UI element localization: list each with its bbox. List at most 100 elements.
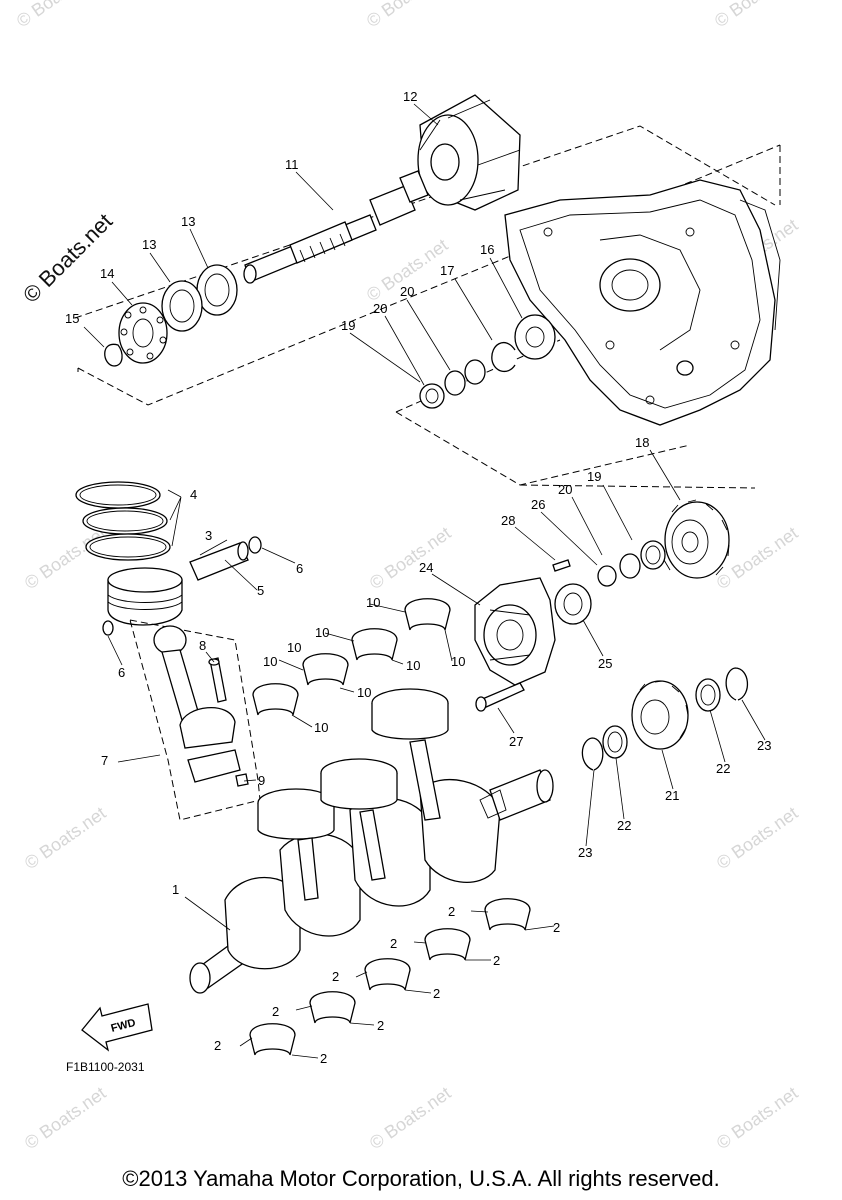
callout-10: 10 [287,640,301,655]
callout-28: 28 [501,513,515,528]
bolt-part-27 [475,682,525,712]
watermark: © Boats.net [713,803,802,873]
callout-3: 3 [205,528,212,543]
callout-22: 22 [617,818,631,833]
leader-lines [83,103,766,1059]
gear-part-18 [663,499,730,579]
callout-13: 13 [142,237,156,252]
figure-code: F1B1100-2031 [66,1060,145,1074]
washer-part-22 [695,678,721,712]
callout-labels: 12 11 13 13 14 15 16 17 20 20 19 18 19 2… [65,89,771,1066]
callout-11: 11 [285,157,299,172]
bearing-shells-part-10 [252,598,451,716]
callout-4: 4 [190,487,197,502]
pin-part-28 [552,559,571,572]
seal-part-13 [196,264,238,316]
callout-19: 19 [587,469,601,484]
circlip-part-15 [104,343,123,367]
nut-part-9 [235,773,249,787]
callout-10: 10 [366,595,380,610]
copyright-notice: ©2013 Yamaha Motor Corporation, U.S.A. A… [122,1166,720,1191]
connecting-rod-part-7 [153,625,241,783]
callout-20: 20 [558,482,572,497]
washer-part-19 [419,383,445,409]
bearing-part-25 [554,583,592,625]
callout-7: 7 [101,753,108,768]
callout-2: 2 [448,904,455,919]
circlip-part-17 [491,341,516,373]
callout-17: 17 [440,263,454,278]
gear-part-21 [631,680,689,750]
callout-19: 19 [341,318,355,333]
watermark: © Boats.net [21,523,110,593]
callout-2: 2 [332,969,339,984]
callout-25: 25 [598,656,612,671]
group-frame [74,125,776,319]
callout-12: 12 [403,89,417,104]
piston-part-3 [107,567,183,626]
forward-arrow-icon: FWD [81,1003,153,1052]
pistons-assembled [257,688,449,901]
piston-rings-part-4 [75,481,171,561]
callout-10: 10 [263,654,277,669]
coupling-part-12 [417,94,521,211]
callout-10: 10 [406,658,420,673]
bearing-part-14 [118,302,168,364]
callout-13: 13 [181,214,195,229]
callout-2: 2 [390,936,397,951]
watermark: © Boats.net [13,0,102,31]
callout-5: 5 [257,583,264,598]
housing-part-24 [474,577,556,686]
callout-20: 20 [373,301,387,316]
watermark: © Boats.net [713,1083,802,1153]
callout-9: 9 [258,773,265,788]
shaft-part-11 [243,170,429,284]
callout-10: 10 [451,654,465,669]
watermark: © Boats.net [366,1083,455,1153]
washer-part-20 [619,553,641,579]
washer-part-22 [602,725,628,759]
crankcase [504,179,781,426]
callout-15: 15 [65,311,79,326]
watermark: © Boats.net [366,523,455,593]
circlip-part-26 [597,565,617,587]
callout-10: 10 [315,625,329,640]
circlip-part-23 [581,737,604,771]
callout-1: 1 [172,882,179,897]
callout-14: 14 [100,266,114,281]
callout-27: 27 [509,734,523,749]
callout-2: 2 [272,1004,279,1019]
watermark: © Boats.net [21,1083,110,1153]
watermark: © Boats.net [363,0,452,31]
callout-2: 2 [553,920,560,935]
bearing-part-16 [514,314,556,360]
callout-24: 24 [419,560,433,575]
callout-10: 10 [357,685,371,700]
callout-2: 2 [377,1018,384,1033]
callout-2: 2 [493,953,500,968]
circlip-part-23 [725,667,749,701]
seal-part-13 [161,280,203,332]
watermark: © Boats.net [711,0,800,31]
callout-23: 23 [757,738,771,753]
callout-18: 18 [635,435,649,450]
piston-pin-part-5 [189,541,249,581]
watermark: © Boats.net [21,803,110,873]
washer-part-19 [640,540,666,570]
callout-8: 8 [199,638,206,653]
callout-23: 23 [578,845,592,860]
callout-6: 6 [118,665,125,680]
callout-22: 22 [716,761,730,776]
group-frame [519,484,756,489]
callout-2: 2 [433,986,440,1001]
clip-part-6 [102,536,262,636]
callout-21: 21 [665,788,679,803]
main-bearing-shells-part-2 [249,898,531,1056]
callout-2: 2 [214,1038,221,1053]
callout-20: 20 [400,284,414,299]
callout-2: 2 [320,1051,327,1066]
washer-part-20 [444,359,486,396]
bolt-part-8 [208,657,227,703]
callout-10: 10 [314,720,328,735]
callout-6: 6 [296,561,303,576]
